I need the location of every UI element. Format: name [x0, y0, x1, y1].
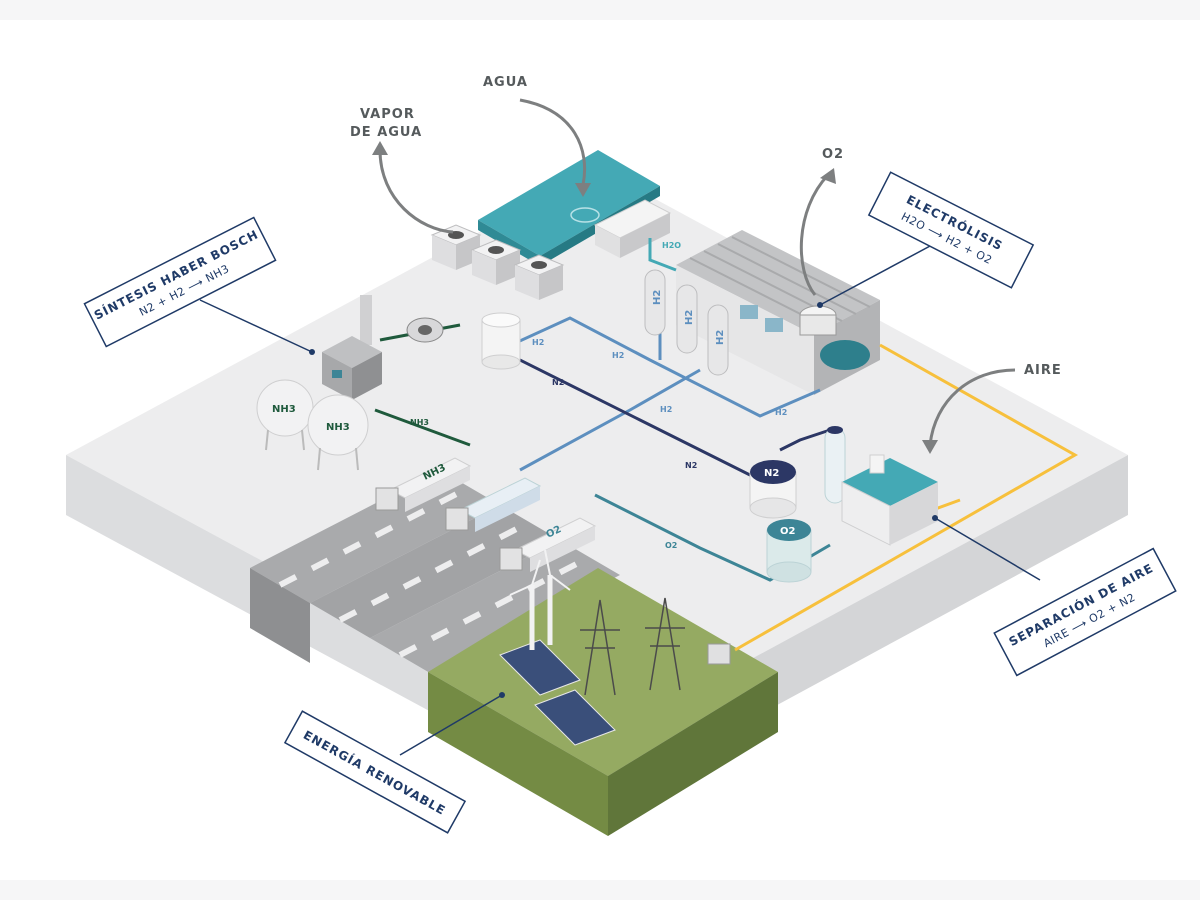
pipe-h2-main: [499, 316, 821, 418]
road-lanes: [250, 470, 620, 673]
label-vapor-1: VAPOR: [360, 107, 415, 122]
wind-turbines: [509, 549, 571, 650]
pipe-label-n2-a: N2: [552, 378, 564, 387]
pipe-label-o2: O2: [665, 541, 677, 550]
pipe-label-h2o: H2O: [662, 241, 681, 250]
tank-label-h2-b: H2: [684, 310, 695, 325]
arrowhead-aire: [922, 440, 938, 454]
o2-tank: O2: [766, 519, 812, 583]
pipe-nh3: [374, 408, 471, 447]
arrow-aire: [928, 368, 1016, 446]
tank-label-nh3-a: NH3: [272, 404, 296, 415]
arrow-o2: [799, 173, 830, 296]
solar-panels: [499, 639, 616, 746]
pipe-h2-truck: [519, 368, 701, 472]
callout-connectors: [199, 237, 1041, 756]
pipe-h2o: [648, 238, 677, 272]
truck-h2: [445, 477, 542, 532]
transformer-box: [707, 643, 731, 665]
label-aire: AIRE: [1024, 363, 1062, 378]
buffer-tank: [481, 312, 521, 370]
air-separation-column: [824, 426, 846, 504]
dot-energia: [499, 692, 505, 698]
pipe-label-nh3: NH3: [410, 418, 429, 427]
pipe-label-h2-b: H2: [612, 351, 624, 360]
dot-haber: [309, 349, 315, 355]
arrowhead-o2: [820, 168, 836, 184]
tank-label-h2-c: H2: [715, 330, 726, 345]
label-vapor-2: DE AGUA: [350, 125, 422, 140]
air-separation-unit: [841, 454, 938, 546]
dot-electrolisis: [817, 302, 823, 308]
pipe-network: [374, 238, 1079, 652]
haber-bosch-reactor: [322, 295, 444, 400]
tank-label-n2: N2: [764, 468, 779, 479]
pipe-n2-main: [499, 348, 761, 482]
tank-label-nh3-b: NH3: [326, 422, 350, 433]
renewable-energy-field: [428, 568, 778, 836]
top-band: [0, 0, 1200, 20]
label-o2: O2: [822, 147, 844, 162]
pipe-label-n2-b: N2: [685, 461, 697, 470]
electrolysis-building: [676, 230, 880, 395]
nh3-storage-spheres: NH3 NH3: [256, 379, 369, 471]
flow-arrows: [378, 98, 1016, 446]
arrow-vapor: [378, 149, 454, 234]
callout-energia-title: ENERGÍA RENOVABLE: [301, 727, 449, 818]
n2-tank: N2: [749, 460, 797, 519]
pipe-label-h2-d: H2: [660, 405, 672, 414]
arrow-agua: [519, 98, 587, 186]
arrowhead-agua: [575, 183, 591, 197]
pipe-label-h2-a: H2: [532, 338, 544, 347]
power-line: [734, 343, 1079, 652]
bottom-band: [0, 880, 1200, 900]
pipe-label-h2-c: H2: [775, 408, 787, 417]
tank-label-h2-a: H2: [652, 290, 663, 305]
cooling-units: [430, 224, 565, 300]
label-agua: AGUA: [483, 75, 528, 90]
water-pump-unit: [593, 199, 672, 258]
h2-storage-tanks: H2 H2 H2: [644, 269, 729, 376]
power-pylons: [580, 597, 685, 696]
pipe-n2-column: [779, 428, 831, 452]
callout-haber-bosch: SÍNTESIS HABER BOSCH N2 + H2 ⟶ NH3: [83, 216, 277, 348]
dot-separacion: [932, 515, 938, 521]
arrowhead-vapor: [372, 141, 388, 155]
tank-label-o2: O2: [780, 526, 796, 537]
callout-electrolisis: ELECTRÓLISIS H2O ⟶ H2 + O2: [867, 171, 1035, 289]
